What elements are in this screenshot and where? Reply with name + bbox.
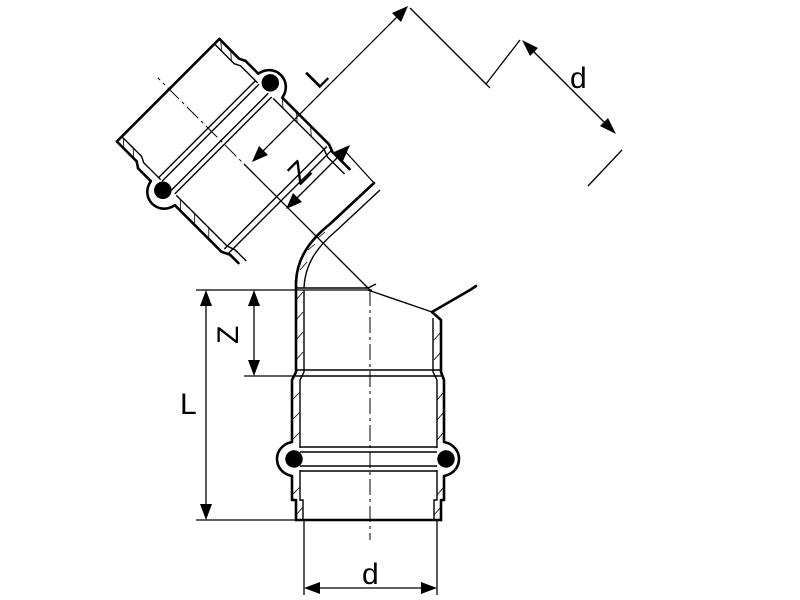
bend-section — [294, 181, 478, 314]
dimension-z-left: Z — [212, 290, 296, 377]
angled-socket — [115, 37, 371, 291]
length-label-left: L — [180, 388, 197, 421]
o-ring — [261, 74, 280, 92]
z-label-left: Z — [212, 326, 245, 344]
dimension-diameter-top: d — [485, 39, 623, 187]
dimension-length-left: L — [180, 289, 372, 521]
vertical-socket — [275, 280, 461, 522]
o-ring — [437, 450, 455, 468]
length-label-top: L — [300, 60, 335, 95]
diameter-label-bottom: d — [362, 558, 379, 591]
o-ring — [285, 450, 303, 468]
diameter-label-top: d — [570, 62, 587, 95]
o-ring — [154, 181, 172, 200]
dimension-diameter-bottom: d — [303, 520, 438, 595]
dimension-length-top: L — [243, 6, 491, 291]
